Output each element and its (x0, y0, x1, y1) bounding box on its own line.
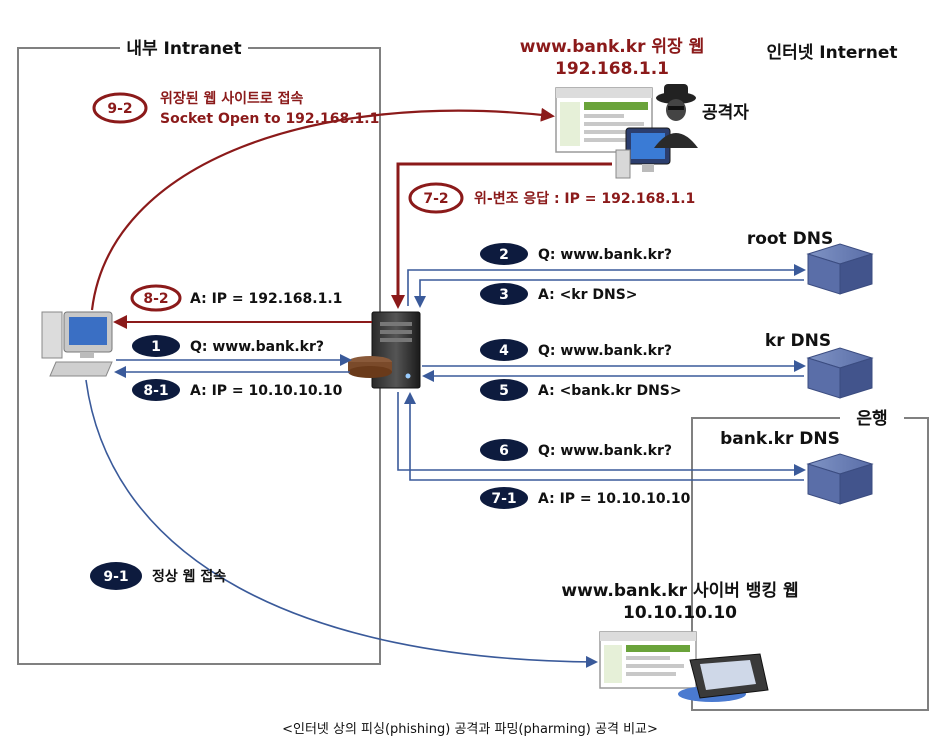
client-pc-icon (41, 311, 113, 377)
step-7-1-id: 7-1 (491, 491, 516, 507)
step-7-1: 7-1 A: IP = 10.10.10.10 (480, 487, 691, 509)
step-6-text: Q: www.bank.kr? (538, 443, 672, 459)
step-7-2-id: 7-2 (423, 191, 448, 207)
step-2: 2 Q: www.bank.kr? (480, 243, 672, 265)
arrow-6 (397, 392, 806, 476)
step-3-id: 3 (499, 287, 509, 303)
step-8-1-id: 8-1 (143, 383, 168, 399)
step-2-id: 2 (499, 247, 509, 263)
step-8-2: 8-2 A: IP = 192.168.1.1 (130, 284, 342, 312)
step-9-1: 9-1 정상 웹 접속 (90, 562, 226, 590)
bank-dns-icon (806, 453, 874, 505)
step-7-2: 7-2 위-변조 응답 : IP = 192.168.1.1 (408, 182, 695, 214)
step-5-id: 5 (499, 383, 509, 399)
step-2-text: Q: www.bank.kr? (538, 247, 672, 263)
step-7-2-text: 위-변조 응답 : IP = 192.168.1.1 (474, 190, 695, 207)
real-site-ip: 10.10.10.10 (623, 603, 737, 623)
step-3-text: A: <kr DNS> (538, 287, 638, 303)
step-9-2-id: 9-2 (107, 101, 132, 117)
bank-zone: 은행 (691, 409, 929, 711)
bank-label: 은행 (856, 409, 887, 429)
step-8-2-id: 8-2 (143, 291, 168, 307)
step-7-1-text: A: IP = 10.10.10.10 (538, 491, 691, 507)
step-4-text: Q: www.bank.kr? (538, 343, 672, 359)
fake-site-ip: 192.168.1.1 (555, 59, 669, 79)
kr-dns-label: kr DNS (765, 331, 831, 351)
step-8-1: 8-1 A: IP = 10.10.10.10 (132, 379, 343, 401)
attacker-icon (654, 84, 698, 148)
step-8-1-text: A: IP = 10.10.10.10 (190, 383, 343, 399)
step-9-2-text: 위장된 웹 사이트로 접속 (160, 90, 304, 107)
bank-dns-label: bank.kr DNS (720, 429, 840, 449)
internet-label: 인터넷 Internet (766, 43, 897, 63)
real-webpage-icon (599, 631, 697, 689)
step-3: 3 A: <kr DNS> (480, 283, 638, 305)
attacker-pc-icon (615, 127, 671, 179)
root-dns-icon (806, 243, 874, 295)
step-1: 1 Q: www.bank.kr? (132, 335, 324, 357)
arrow-9-2 (90, 107, 555, 311)
arrow-7-1 (404, 392, 804, 481)
intranet-zone: 내부 Intranet (17, 39, 381, 665)
step-5: 5 A: <bank.kr DNS> (480, 379, 682, 401)
step-1-text: Q: www.bank.kr? (190, 339, 324, 355)
step-9-1-id: 9-1 (103, 569, 128, 585)
bank-server-icon (678, 653, 769, 702)
step-8-2-text: A: IP = 192.168.1.1 (190, 291, 342, 307)
step-4-id: 4 (499, 343, 509, 359)
step-4: 4 Q: www.bank.kr? (480, 339, 672, 361)
real-site-title: www.bank.kr 사이버 뱅킹 웹 (561, 581, 798, 601)
arrow-3 (414, 279, 804, 308)
kr-dns-icon (806, 347, 874, 399)
step-5-text: A: <bank.kr DNS> (538, 383, 682, 399)
step-6-id: 6 (499, 443, 509, 459)
root-dns-label: root DNS (747, 229, 833, 249)
fake-site-title: www.bank.kr 위장 웹 (520, 37, 704, 57)
caption: <인터넷 상의 피싱(phishing) 공격과 파밍(pharming) 공격… (282, 722, 658, 737)
step-9-2-text2: Socket Open to 192.168.1.1 (160, 111, 379, 127)
step-1-id: 1 (151, 339, 161, 355)
fake-webpage-icon (555, 87, 653, 153)
attacker-label: 공격자 (702, 103, 749, 123)
step-9-2: 9-2 위장된 웹 사이트로 접속 Socket Open to 192.168… (92, 90, 379, 127)
intranet-label: 내부 Intranet (126, 39, 241, 59)
step-6: 6 Q: www.bank.kr? (480, 439, 672, 461)
arrow-2 (407, 264, 806, 306)
arrow-9-1 (85, 379, 598, 668)
local-dns-server-icon (348, 311, 421, 389)
arrow-7-2 (391, 162, 612, 309)
step-9-1-text: 정상 웹 접속 (152, 568, 226, 585)
